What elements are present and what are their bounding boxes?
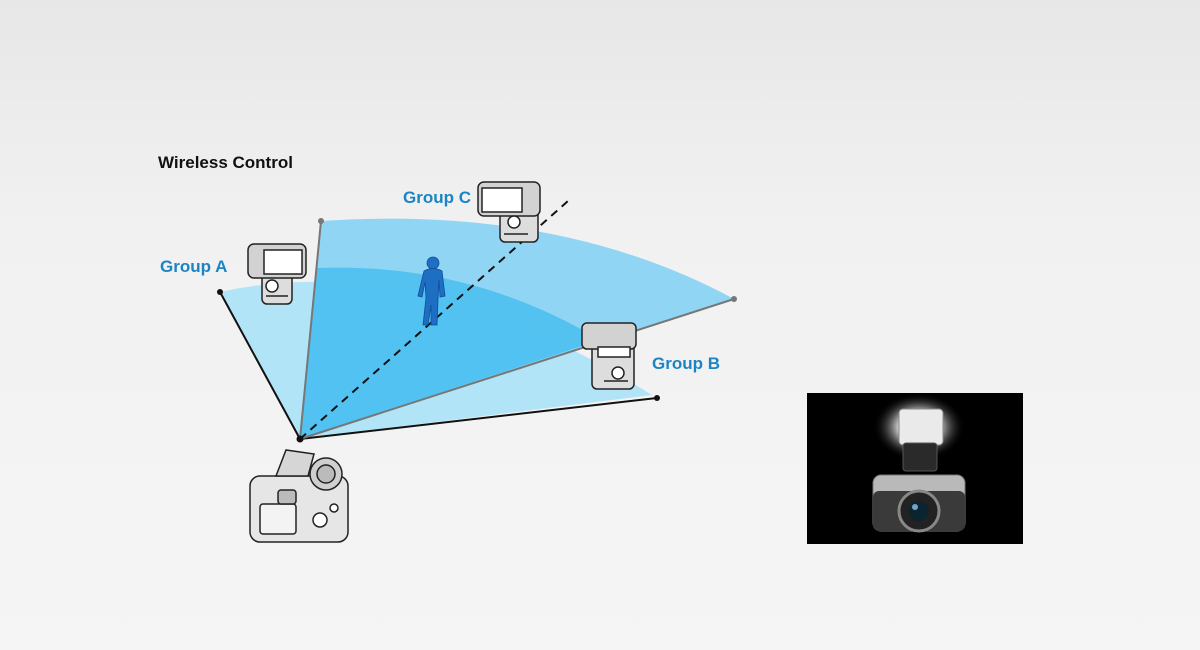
edge-dot — [654, 395, 660, 401]
diagram-title: Wireless Control — [158, 153, 293, 172]
speedlight-flash-icon — [581, 322, 637, 390]
edge-group-a-right — [299, 397, 658, 440]
vertex-dot — [296, 435, 304, 443]
group-b-label: Group B — [652, 354, 720, 373]
beam-overlap — [300, 267, 600, 439]
edge-dot — [318, 218, 324, 224]
group-c-label: Group C — [403, 188, 471, 207]
edge-dot — [731, 296, 737, 302]
edge-group-c-right — [299, 298, 735, 440]
edge-group-c-left — [299, 220, 322, 440]
edge-dot — [217, 289, 223, 295]
camera-with-flash-photo — [807, 393, 1023, 544]
person-icon — [417, 256, 446, 326]
group-a-label: Group A — [160, 257, 228, 276]
edge-group-a-left — [219, 291, 301, 440]
speedlight-flash-icon — [477, 181, 541, 243]
camera-photo-illustration — [872, 393, 966, 533]
speedlight-flash-icon — [247, 243, 307, 305]
dslr-camera-icon — [249, 449, 349, 543]
